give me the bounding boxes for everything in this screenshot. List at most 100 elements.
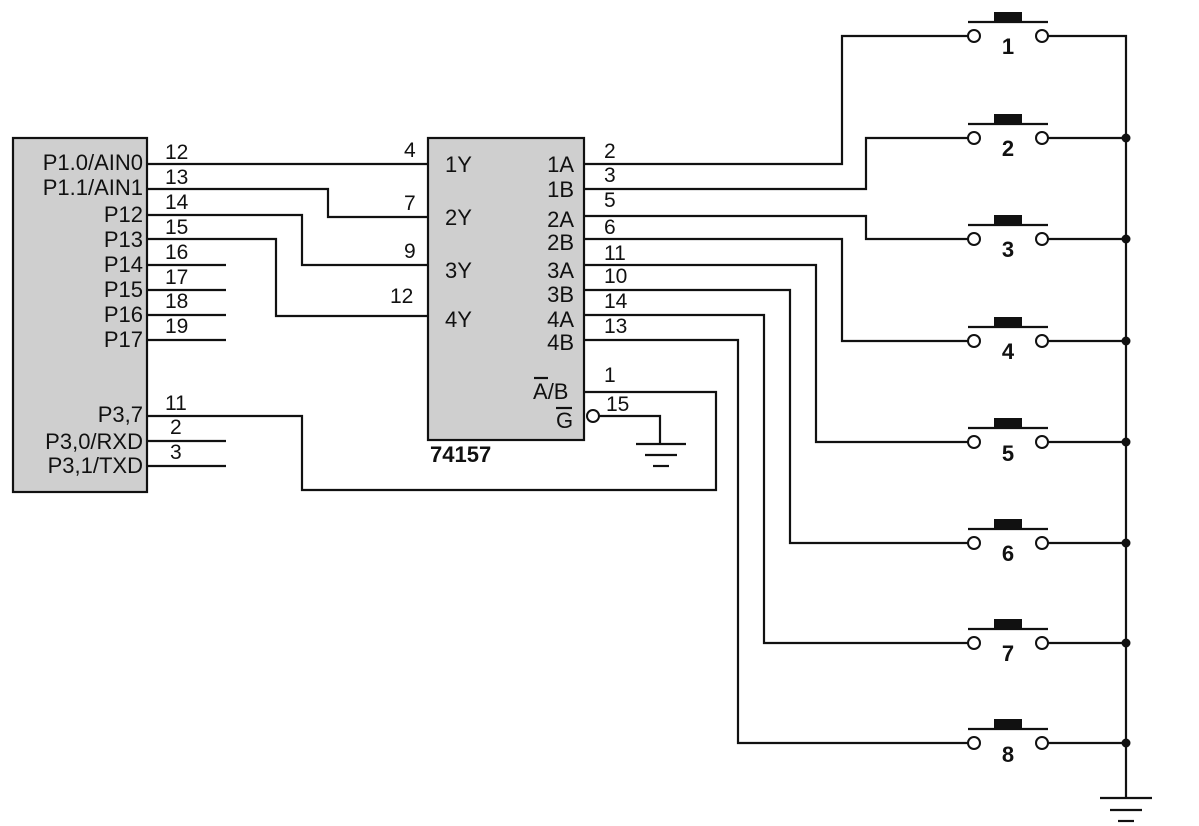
mcu-pin-number: 13 <box>165 166 188 189</box>
wire-1a-btn1 <box>584 34 968 166</box>
junction-dot <box>1121 437 1131 447</box>
ground-rail <box>1048 34 1152 823</box>
mux-enable-label: G <box>556 408 573 433</box>
mcu-pin-label: P16 <box>104 302 143 327</box>
wire-p11-2y <box>147 187 428 219</box>
mux-output-pin: 4 <box>404 139 416 162</box>
mux-output-label: 4Y <box>445 307 472 332</box>
mux-input-label: 3B <box>547 282 574 307</box>
mcu-pin-number: 2 <box>170 416 182 439</box>
mux-output-label: 3Y <box>445 258 472 283</box>
push-button-3: 3 <box>967 215 1049 262</box>
push-button-4: 4 <box>967 317 1049 364</box>
button-plunger <box>994 519 1022 529</box>
mux-input-label: 3A <box>547 258 574 283</box>
button-number: 4 <box>1002 339 1015 364</box>
mcu-pin-label: P1.1/AIN1 <box>43 175 143 200</box>
mux-output-label: 1Y <box>445 152 472 177</box>
button-plunger <box>994 12 1022 22</box>
wire-p37-select <box>147 390 718 492</box>
push-button-6: 6 <box>967 519 1049 566</box>
wire-p12-3y <box>147 213 428 267</box>
button-number: 7 <box>1002 641 1014 666</box>
push-button-8: 8 <box>967 719 1049 767</box>
junction-dot <box>1121 133 1131 143</box>
push-button-1: 1 <box>967 12 1049 59</box>
mcu-pin-label: P1.0/AIN0 <box>43 150 143 175</box>
mux-input-pin: 3 <box>604 164 616 187</box>
mcu-pin-label: P3,1/TXD <box>48 453 143 478</box>
mcu-pin-label: P3,0/RXD <box>45 429 143 454</box>
mux-input-label: 2A <box>547 207 574 232</box>
mux-enable-pin: 15 <box>606 393 629 416</box>
enable-ground <box>599 414 686 468</box>
mux-output-pin: 12 <box>390 285 413 308</box>
button-plunger <box>994 215 1022 225</box>
mux-select-pin: 1 <box>604 364 616 387</box>
mux-input-pin: 14 <box>604 290 628 313</box>
multiplexer-body <box>426 136 586 442</box>
button-number: 8 <box>1002 742 1014 767</box>
button-number: 5 <box>1002 441 1014 466</box>
mux-input-label: 1B <box>547 177 574 202</box>
button-plunger <box>994 418 1022 428</box>
wire-2a-btn3 <box>584 214 968 241</box>
mcu-pin-number: 17 <box>165 266 188 289</box>
wire-1b-btn2 <box>584 136 968 191</box>
mux-input-label: 2B <box>547 230 574 255</box>
button-plunger <box>994 114 1022 124</box>
mux-input-pin: 13 <box>604 315 627 338</box>
mcu-pin-number: 3 <box>170 441 182 464</box>
mcu-pin-number: 18 <box>165 290 188 313</box>
mcu-pin-number: 16 <box>165 241 188 264</box>
mux-input-pin: 5 <box>604 189 616 212</box>
mux-output-pin: 7 <box>404 192 416 215</box>
button-plunger <box>994 619 1022 629</box>
mcu-pin-label: P14 <box>104 252 143 277</box>
junction-dot <box>1121 638 1131 648</box>
button-plunger <box>994 317 1022 327</box>
button-number: 1 <box>1002 34 1014 59</box>
wire-p13-4y <box>147 237 428 318</box>
mcu-pin-label: P13 <box>104 227 143 252</box>
mcu-pin-number: 14 <box>165 191 189 214</box>
mcu-pin-number: 19 <box>165 315 188 338</box>
mux-select-label: A/B <box>533 379 568 404</box>
enable-inversion-bubble <box>586 409 600 423</box>
mux-input-pin: 10 <box>604 265 627 288</box>
button-number: 3 <box>1002 237 1014 262</box>
push-button-2: 2 <box>967 114 1049 161</box>
mcu-pin-label: P17 <box>104 327 143 352</box>
microcontroller-body <box>11 136 149 494</box>
button-plunger <box>994 719 1022 729</box>
mcu-pin-number: 12 <box>165 141 188 164</box>
junction-dot <box>1121 738 1131 748</box>
chip-name: 74157 <box>430 442 491 467</box>
junction-dot <box>1121 336 1131 346</box>
mux-output-pin: 9 <box>404 240 416 263</box>
wire-3a-btn5 <box>584 263 968 444</box>
button-number: 6 <box>1002 541 1014 566</box>
button-number: 2 <box>1002 136 1014 161</box>
mcu-pin-number: 11 <box>165 392 187 415</box>
mux-select-b: /B <box>548 379 569 404</box>
mux-input-label: 4B <box>547 330 574 355</box>
microcontroller: P1.0/AIN0 P1.1/AIN1 P12 P13 P14 P15 P16 … <box>11 136 189 494</box>
wire-2b-btn4 <box>584 237 968 343</box>
mcu-pin-label: P12 <box>104 202 143 227</box>
wire-4b-btn8 <box>584 338 968 745</box>
mcu-pin-label: P15 <box>104 277 143 302</box>
mux-input-pin: 6 <box>604 216 616 239</box>
mcu-pin-number: 15 <box>165 216 188 239</box>
mux-input-label: 1A <box>547 152 574 177</box>
junction-dot <box>1121 234 1131 244</box>
wire-3b-btn6 <box>584 288 968 545</box>
mux-output-label: 2Y <box>445 205 472 230</box>
mux-input-pin: 11 <box>604 242 626 265</box>
mux-to-button-wiring <box>584 34 968 745</box>
multiplexer-74157: 74157 1Y 2Y 3Y 4Y 4 7 9 12 1A 1B 2A 2B 3… <box>390 136 629 467</box>
junction-dot <box>1121 538 1131 548</box>
push-button-7: 7 <box>967 619 1049 666</box>
mcu-to-mux-wiring <box>147 162 718 492</box>
